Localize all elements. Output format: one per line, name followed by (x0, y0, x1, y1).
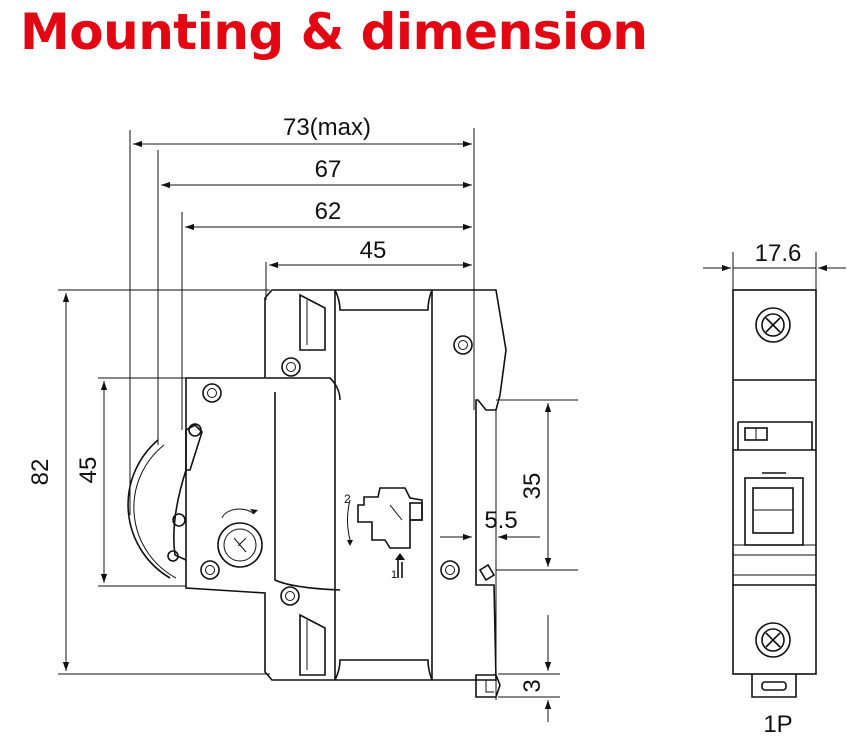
front-body-outline (732, 289, 817, 675)
front-view: 17.6 1P (703, 240, 846, 738)
rivet (280, 586, 300, 606)
handle-arc (127, 439, 171, 579)
dim-label-3: 3 (519, 679, 546, 692)
lower-slot (299, 613, 326, 676)
handle-arc-inner (133, 444, 177, 579)
channel-bottom-cap (334, 659, 433, 681)
pole-label: 1P (763, 711, 792, 738)
breaker-body-outline (185, 289, 507, 681)
dim-label-62: 62 (315, 198, 342, 225)
indicator-frame (737, 421, 813, 450)
rivet (453, 335, 473, 355)
lever-pin (167, 550, 179, 562)
screw-icon (755, 307, 791, 343)
svg-text:1: 1 (391, 569, 397, 581)
toggle-lever (185, 424, 203, 471)
front-din-slot (761, 681, 787, 691)
rivet (440, 560, 460, 580)
front-face-outline (274, 392, 341, 591)
din-clip (475, 674, 501, 698)
side-view: 2 1 73(max) 67 62 45 82 45 (27, 114, 578, 722)
dim-label-82: 82 (27, 459, 54, 486)
rail-hook (478, 563, 496, 582)
channel-top-cap (334, 289, 433, 311)
lever-pivot (188, 423, 202, 437)
rivet (202, 383, 222, 403)
dim-label-45-top: 45 (360, 237, 387, 264)
front-handle (744, 477, 804, 546)
mechanism-symbol-icon: 2 1 (344, 487, 423, 581)
dim-label-35: 35 (519, 473, 546, 500)
rivet (200, 560, 220, 580)
dim-label-5-5: 5.5 (484, 507, 517, 534)
rotation-knob (217, 508, 263, 568)
dim-label-45-left: 45 (75, 457, 102, 484)
front-din-clip (751, 674, 797, 698)
dim-label-17-6: 17.6 (755, 240, 802, 267)
page-title: Mounting & dimension (20, 3, 648, 61)
lever-body (173, 469, 187, 561)
inner-body-line (266, 377, 341, 401)
upper-slot (299, 293, 326, 351)
svg-text:2: 2 (344, 492, 351, 506)
lever-pin (172, 513, 186, 527)
screw-icon (755, 622, 791, 658)
dim-label-67: 67 (315, 156, 342, 183)
rivet (281, 357, 301, 377)
din-clip-detail (485, 680, 494, 693)
dim-label-73: 73(max) (283, 114, 371, 141)
